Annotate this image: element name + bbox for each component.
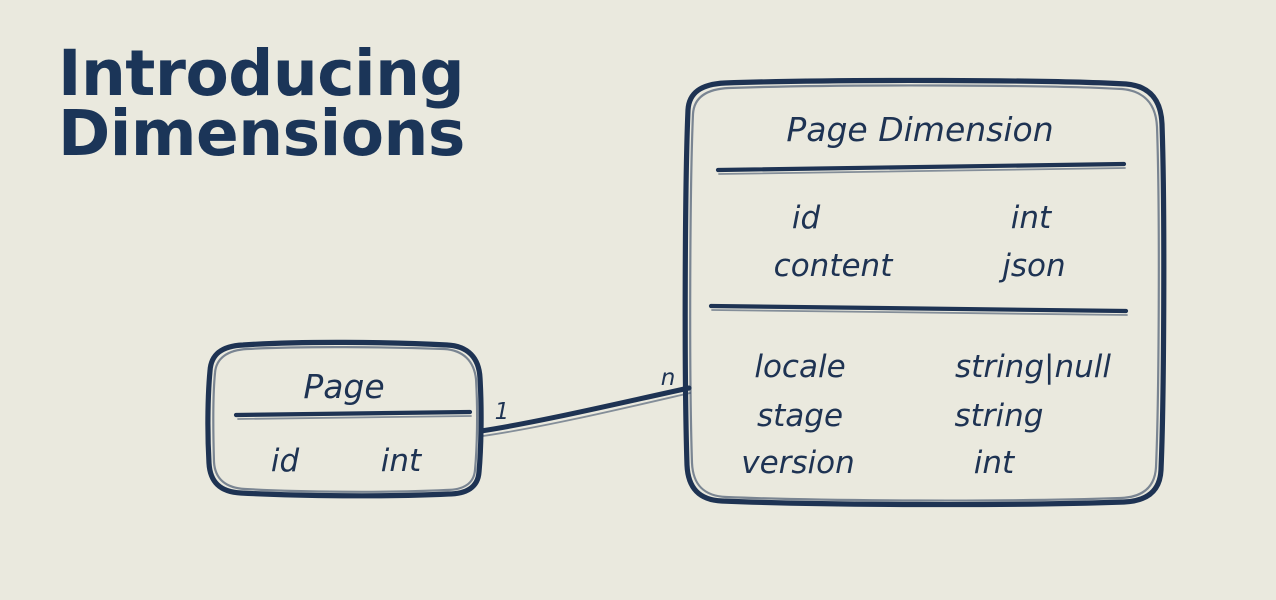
entity-page-dimension-divider-2 bbox=[708, 303, 1129, 316]
field-name: locale bbox=[754, 349, 845, 385]
relationship-connector bbox=[478, 385, 692, 437]
field-name: version bbox=[741, 445, 855, 481]
cardinality-label-one: 1 bbox=[495, 399, 510, 425]
entity-page-divider bbox=[233, 409, 473, 420]
entity-page-title: Page bbox=[303, 367, 384, 406]
page-title: Introducing Dimensions bbox=[58, 37, 465, 170]
field-type: string bbox=[955, 398, 1044, 434]
entity-page[interactable]: Page id int bbox=[205, 339, 484, 499]
field-type: int bbox=[381, 443, 423, 479]
entity-page-dimension-title: Page Dimension bbox=[786, 110, 1053, 149]
field-type: string|null bbox=[955, 349, 1111, 385]
field-name: stage bbox=[757, 398, 843, 434]
entity-page-field-row: id int bbox=[271, 443, 423, 479]
field-name: id bbox=[792, 200, 821, 236]
field-type: json bbox=[998, 248, 1065, 284]
field-type: int bbox=[974, 445, 1016, 481]
cardinality-label-many: n bbox=[661, 365, 676, 391]
field-type: int bbox=[1011, 200, 1053, 236]
entity-page-dimension-divider-1 bbox=[715, 161, 1127, 175]
field-name: content bbox=[774, 248, 895, 284]
entity-page-dimension[interactable]: Page Dimension id int content json local… bbox=[682, 77, 1167, 508]
entity-page-dimension-section-2: locale string|null stage string version … bbox=[741, 349, 1111, 481]
entity-page-dimension-section-1: id int content json bbox=[774, 200, 1066, 284]
field-name: id bbox=[271, 443, 300, 479]
